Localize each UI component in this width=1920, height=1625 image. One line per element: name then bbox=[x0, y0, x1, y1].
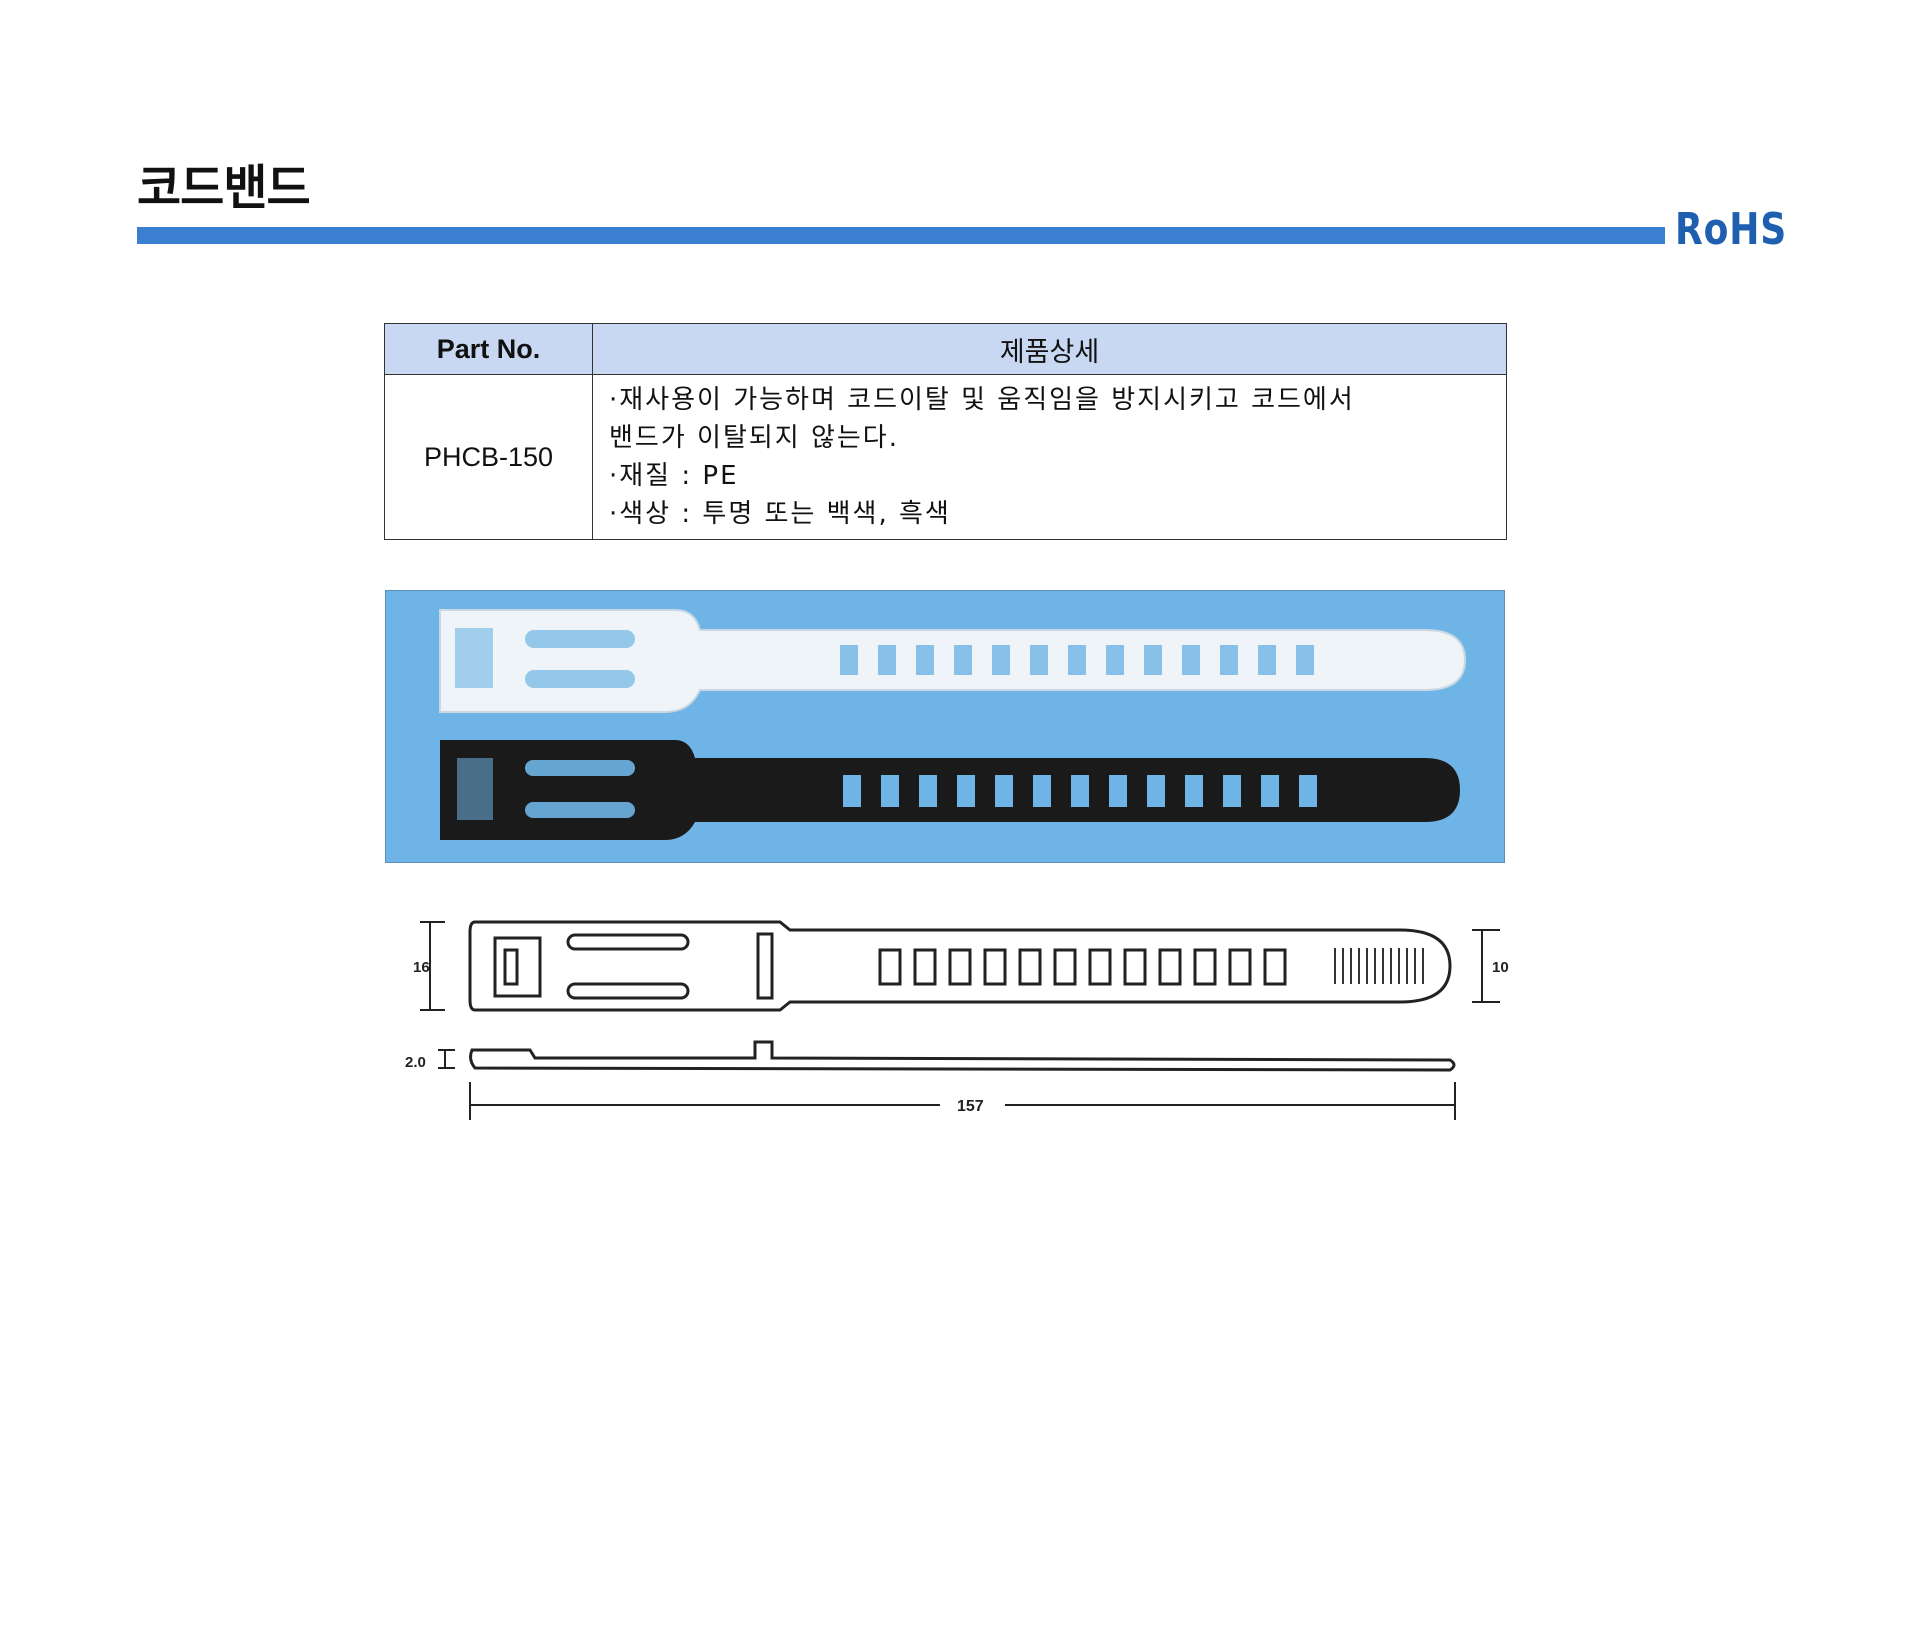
band-top-view bbox=[468, 920, 1452, 1012]
band-side-view bbox=[469, 1040, 1456, 1072]
table-row: PHCB-150 ·재사용이 가능하며 코드이탈 및 움직임을 방지시키고 코드… bbox=[384, 374, 1507, 540]
table-header-row: Part No. 제품상세 bbox=[384, 323, 1507, 375]
title-underline-bar bbox=[137, 227, 1665, 244]
rohs-badge: RoHS bbox=[1675, 204, 1788, 255]
part-no-cell: PHCB-150 bbox=[384, 374, 593, 540]
height-dimension-right bbox=[1472, 929, 1500, 1003]
details-cell: ·재사용이 가능하며 코드이탈 및 움직임을 방지시키고 코드에서 밴드가 이탈… bbox=[592, 374, 1507, 540]
white-cable-band bbox=[439, 609, 1467, 713]
dim-height-right: 10 bbox=[1492, 959, 1509, 976]
dim-height-left: 16 bbox=[413, 959, 430, 976]
grip-ridges bbox=[1334, 948, 1424, 984]
details-header: 제품상세 bbox=[592, 323, 1507, 375]
height-dimension-left bbox=[420, 921, 445, 1011]
thickness-dimension bbox=[438, 1049, 455, 1069]
product-spec-table: Part No. 제품상세 PHCB-150 ·재사용이 가능하며 코드이탈 및… bbox=[384, 323, 1507, 540]
black-cable-band bbox=[440, 740, 1460, 840]
detail-line: ·재사용이 가능하며 코드이탈 및 움직임을 방지시키고 코드에서 bbox=[609, 385, 1355, 415]
dim-thickness: 2.0 bbox=[405, 1054, 426, 1071]
product-photo bbox=[385, 590, 1505, 863]
detail-line: 밴드가 이탈되지 않는다. bbox=[609, 423, 899, 453]
part-no-header: Part No. bbox=[384, 323, 593, 375]
detail-line: ·재질 : PE bbox=[609, 461, 739, 491]
band-slots bbox=[878, 948, 1287, 986]
detail-line: ·색상 : 투명 또는 백색, 흑색 bbox=[609, 499, 951, 529]
technical-drawing: 16 10 2.0 157 bbox=[405, 920, 1509, 1120]
length-dimension bbox=[469, 1082, 1456, 1120]
page-title: 코드밴드 bbox=[137, 160, 311, 216]
dim-length: 157 bbox=[957, 1098, 984, 1115]
